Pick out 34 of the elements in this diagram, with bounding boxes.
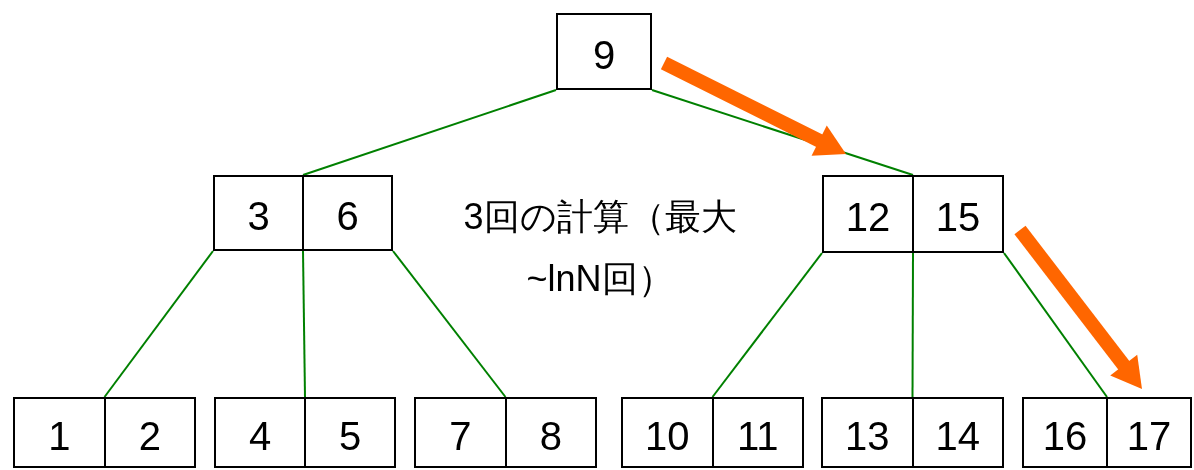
key-number: 2 — [138, 413, 161, 458]
key-number: 16 — [1042, 413, 1088, 458]
tree-node-box — [414, 397, 597, 468]
tree-node-box — [621, 397, 804, 468]
tree-node-box — [214, 397, 396, 468]
key-number: 15 — [935, 195, 981, 239]
tree-edge — [302, 250, 306, 398]
tree-edge — [103, 250, 214, 398]
key-number: 10 — [645, 413, 690, 458]
key-number: 11 — [737, 413, 779, 458]
key-number: 7 — [449, 413, 472, 458]
key-number: 3 — [247, 194, 270, 238]
tree-edge — [1003, 252, 1108, 398]
tree-edge — [911, 252, 914, 398]
key-number: 14 — [935, 413, 980, 458]
tree-node-box — [213, 175, 393, 251]
tree-edge — [392, 250, 507, 398]
key-number: 4 — [248, 413, 272, 458]
key-number: 6 — [336, 194, 359, 238]
tree-node-box — [13, 397, 196, 468]
tree-node-box — [1022, 397, 1192, 468]
tree-node-box — [822, 175, 1004, 253]
key-number: 9 — [592, 32, 616, 77]
key-number: 8 — [539, 413, 562, 458]
tree-edge — [302, 89, 557, 176]
tree-node-box — [556, 13, 652, 90]
tree-node-box — [821, 397, 1004, 468]
note-text: 3回の計算（最大~lnN回） — [462, 195, 738, 301]
tree-edge — [711, 252, 823, 398]
key-number: 17 — [1126, 413, 1172, 458]
key-number: 5 — [338, 413, 362, 458]
key-number: 1 — [48, 413, 71, 458]
key-number: 13 — [845, 413, 890, 458]
key-number: 12 — [845, 195, 891, 239]
